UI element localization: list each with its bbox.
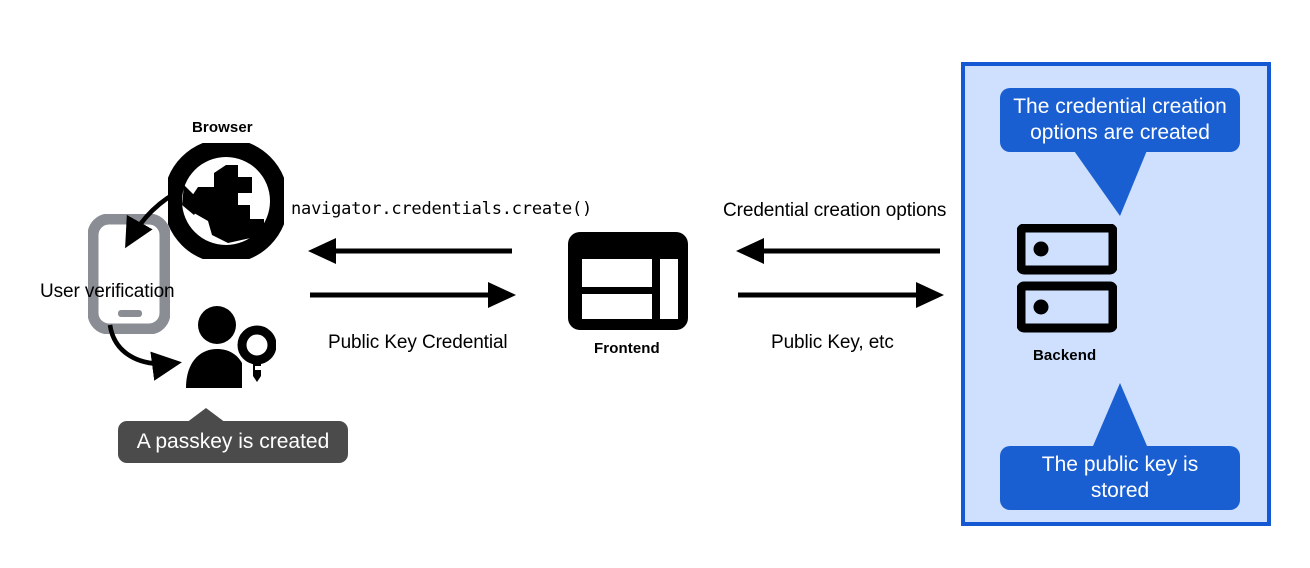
public-key-stored-line2: stored [1090, 479, 1150, 502]
public-key-credential-label: Public Key Credential [328, 332, 508, 353]
arrow-right-right-side [738, 282, 944, 308]
public-key-stored-line1: The public key is [1041, 452, 1199, 476]
credential-options-callout-shape [1000, 88, 1240, 216]
credential-options-callout-text: The credential creation options are crea… [1000, 88, 1240, 152]
arrow-left-center [308, 238, 512, 264]
user-verification-label: User verification [40, 281, 175, 302]
passkey-created-tooltip: A passkey is created [118, 405, 348, 463]
globe-icon [168, 143, 284, 259]
backend-label: Backend [1033, 347, 1097, 364]
credential-options-callout-line1: The credential creation [1013, 94, 1227, 118]
frontend-label: Frontend [594, 340, 660, 357]
public-key-stored-callout-text: The public key is stored [1000, 446, 1240, 510]
server-rack-icon [1017, 224, 1117, 333]
user-with-key-icon [186, 306, 276, 388]
browser-window-layout-icon [568, 232, 688, 330]
browser-label: Browser [192, 119, 253, 136]
public-key-etc-label: Public Key, etc [771, 332, 894, 353]
arrow-right-center [310, 282, 516, 308]
credential-options-created-callout: The credential creation options are crea… [1000, 88, 1240, 218]
credential-creation-options-label: Credential creation options [723, 200, 947, 221]
passkey-tooltip-text: A passkey is created [136, 429, 330, 453]
credential-options-callout-line2: options are created [1030, 121, 1210, 144]
passkey-tooltip-shape [118, 408, 348, 463]
public-key-stored-callout: The public key is stored [1000, 383, 1240, 510]
arrow-left-right-side [736, 238, 940, 264]
public-key-stored-callout-shape [1000, 383, 1240, 510]
navigator-credentials-create-label: navigator.credentials.create() [291, 199, 593, 219]
